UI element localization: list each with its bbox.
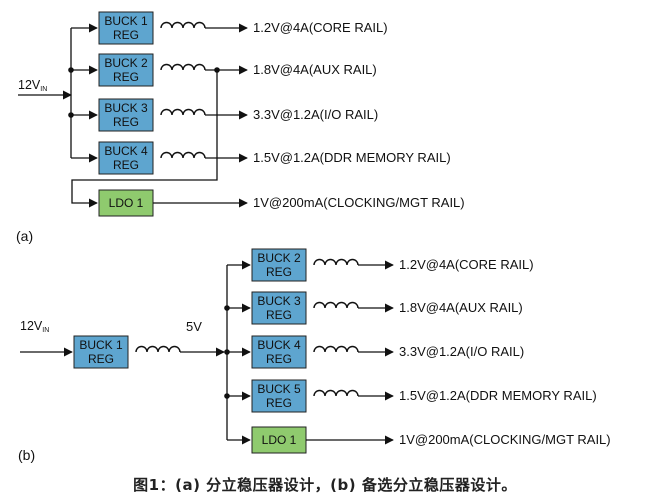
figure-caption: 图1：(a) 分立稳压器设计，(b) 备选分立稳压器设计。 — [133, 476, 517, 494]
b-buck-sublabel: REG — [266, 352, 292, 366]
a-buck-label: BUCK 1 — [104, 14, 148, 28]
a-tag: (a) — [16, 228, 33, 244]
b-buck-sublabel: REG — [266, 308, 292, 322]
b-main-buck-label: BUCK 1 — [79, 338, 123, 352]
b-buck-label: BUCK 3 — [257, 294, 301, 308]
b-buck-label: BUCK 5 — [257, 382, 301, 396]
b-buck-label: BUCK 4 — [257, 338, 301, 352]
a-buck-sublabel: REG — [113, 70, 139, 84]
b-rail-label: 1.8V@4A(AUX RAIL) — [399, 300, 523, 315]
a-rail-label: 1.2V@4A(CORE RAIL) — [253, 20, 388, 35]
a-buck-label: BUCK 4 — [104, 144, 148, 158]
b-mid-voltage-label: 5V — [186, 319, 202, 334]
a-buck-box — [98, 53, 154, 87]
b-rail-label: 1.5V@1.2A(DDR MEMORY RAIL) — [399, 388, 597, 403]
a-buck-label: BUCK 3 — [104, 101, 148, 115]
b-buck-box — [251, 335, 307, 369]
b-inductor — [313, 301, 359, 309]
b-buck-box — [251, 248, 307, 282]
b-main-inductor — [135, 345, 181, 353]
b-buck-sublabel: REG — [266, 396, 292, 410]
b-inductor — [313, 258, 359, 266]
a-buck-sublabel: REG — [113, 115, 139, 129]
b-ldo-box — [251, 426, 307, 454]
a-buck-label: BUCK 2 — [104, 56, 148, 70]
a-rail-label: 1.8V@4A(AUX RAIL) — [253, 62, 377, 77]
a-inductor — [160, 21, 206, 29]
b-ldo-label: LDO 1 — [262, 433, 297, 447]
a-ldo-feed-wire — [71, 70, 218, 208]
a-inductor — [160, 63, 206, 71]
a-inductor — [160, 151, 206, 159]
a-buck-box — [98, 11, 154, 45]
a-input-label: 12VIN — [18, 78, 47, 93]
b-inductor — [313, 345, 359, 353]
a-inductor — [160, 108, 206, 116]
b-input-label: 12VIN — [20, 319, 49, 334]
b-tag: (b) — [18, 447, 35, 463]
a-rail-label: 3.3V@1.2A(I/O RAIL) — [253, 107, 378, 122]
b-buck-sublabel: REG — [266, 265, 292, 279]
b-main-buck-box — [73, 335, 129, 369]
a-ldo-rail-label: 1V@200mA(CLOCKING/MGT RAIL) — [253, 195, 465, 210]
a-buck-sublabel: REG — [113, 158, 139, 172]
b-buck-box — [251, 379, 307, 413]
a-rail-label: 1.5V@1.2A(DDR MEMORY RAIL) — [253, 150, 451, 165]
a-buck-box — [98, 141, 154, 175]
a-buck-box — [98, 98, 154, 132]
b-ldo-rail-label: 1V@200mA(CLOCKING/MGT RAIL) — [399, 432, 611, 447]
a-ldo-label: LDO 1 — [109, 196, 144, 210]
a-ldo-box — [98, 189, 154, 217]
b-buck-box — [251, 291, 307, 325]
b-main-buck-sublabel: REG — [88, 352, 114, 366]
b-rail-label: 3.3V@1.2A(I/O RAIL) — [399, 344, 524, 359]
b-buck-label: BUCK 2 — [257, 251, 301, 265]
a-buck-sublabel: REG — [113, 28, 139, 42]
b-rail-label: 1.2V@4A(CORE RAIL) — [399, 257, 534, 272]
b-inductor — [313, 389, 359, 397]
